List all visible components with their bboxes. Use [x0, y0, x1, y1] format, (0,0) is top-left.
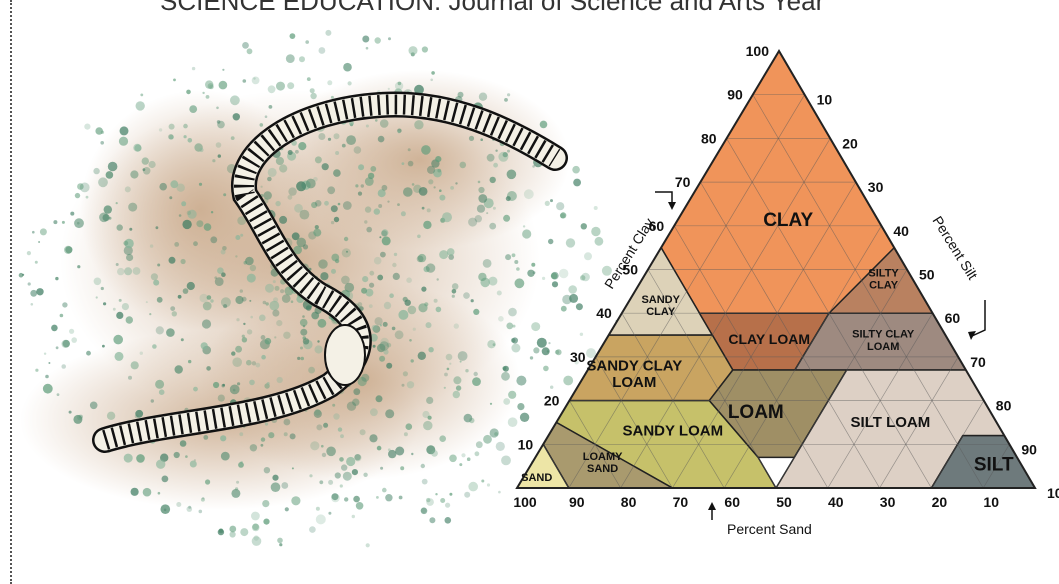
- tick-label: 90: [1021, 441, 1037, 457]
- label-loam: LOAM: [728, 402, 784, 423]
- clay-arrow-icon: [655, 192, 672, 208]
- tick-label: 10: [817, 92, 833, 108]
- tick-label: 60: [724, 494, 740, 510]
- tick-label: 30: [868, 179, 884, 195]
- clay-arrowhead-icon: [668, 202, 676, 210]
- tick-label: 40: [893, 223, 909, 239]
- tick-label: 20: [842, 135, 858, 151]
- label-clay: CLAY: [763, 210, 813, 231]
- tick-label: 70: [970, 354, 986, 370]
- tick-label: 10: [518, 436, 534, 452]
- percent-silt-label: Percent Silt: [929, 213, 981, 282]
- tick-label: 50: [776, 494, 792, 510]
- tick-label: 30: [880, 494, 896, 510]
- tick-label: 70: [673, 494, 689, 510]
- tick-label: 80: [701, 130, 717, 146]
- label-sandy-loam: SANDY LOAM: [623, 423, 724, 440]
- sand-arrowhead-icon: [708, 502, 716, 510]
- tick-label: 40: [596, 305, 612, 321]
- tick-label: 60: [945, 310, 961, 326]
- tick-label: 50: [919, 267, 935, 283]
- label-clay-loam: CLAY LOAM: [728, 331, 810, 347]
- label-silt: SILT: [974, 455, 1014, 476]
- tick-label: 20: [932, 494, 948, 510]
- tick-label: 10: [983, 494, 999, 510]
- tick-label: 20: [544, 393, 560, 409]
- tick-label: 100: [513, 494, 537, 510]
- tick-label: 90: [727, 87, 743, 103]
- tick-label: 100: [746, 43, 770, 59]
- silt-arrow-icon: [972, 300, 985, 336]
- tick-label: 90: [569, 494, 585, 510]
- tick-label: 30: [570, 349, 586, 365]
- tick-label: 70: [675, 174, 691, 190]
- tick-label: 80: [996, 398, 1012, 414]
- tick-label: 40: [828, 494, 844, 510]
- tick-label: 80: [621, 494, 637, 510]
- label-silt-loam: SILT LOAM: [851, 414, 931, 431]
- percent-sand-label: Percent Sand: [727, 521, 812, 537]
- label-sand: SAND: [521, 472, 552, 484]
- tick-label: 100: [1047, 485, 1059, 501]
